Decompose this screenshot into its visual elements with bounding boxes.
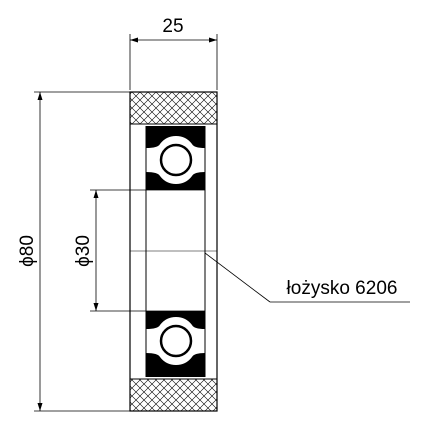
bore-arrow-top — [93, 190, 99, 198]
bore-arrow-bottom — [93, 303, 99, 311]
bearing-top-outer-ring — [146, 126, 205, 148]
width-dimension: 25 — [129, 16, 218, 90]
outer-diameter-value: ϕ80 — [17, 235, 38, 267]
bearing-bottom-section — [145, 311, 206, 377]
bearing-bottom-ball — [159, 324, 193, 358]
tread-top-hatch — [129, 91, 218, 125]
bearing-bottom-inner-ring — [146, 311, 205, 329]
outer-diameter-dimension: ϕ80 — [17, 91, 130, 412]
width-value: 25 — [162, 16, 183, 37]
bearing-top-inner-ring — [146, 172, 205, 190]
outer-arrow-top — [37, 92, 43, 100]
bearing-bottom-outer-ring — [146, 353, 205, 377]
bearing-label: łożysko 6206 — [287, 278, 398, 299]
width-arrow-left — [130, 37, 138, 43]
bearing-callout: łożysko 6206 — [204, 252, 410, 303]
tread-bottom — [129, 378, 218, 412]
callout-leader-line — [204, 252, 271, 303]
tread-top — [129, 91, 218, 125]
outer-arrow-bottom — [37, 403, 43, 411]
bearing-top-ball — [159, 143, 193, 177]
tread-bottom-hatch — [129, 378, 218, 412]
width-arrow-right — [209, 37, 217, 43]
bearing-top-section — [145, 126, 206, 190]
roller-outline — [129, 91, 218, 412]
bore-diameter-value: ϕ30 — [73, 235, 94, 267]
bore-diameter-dimension: ϕ30 — [73, 189, 205, 312]
